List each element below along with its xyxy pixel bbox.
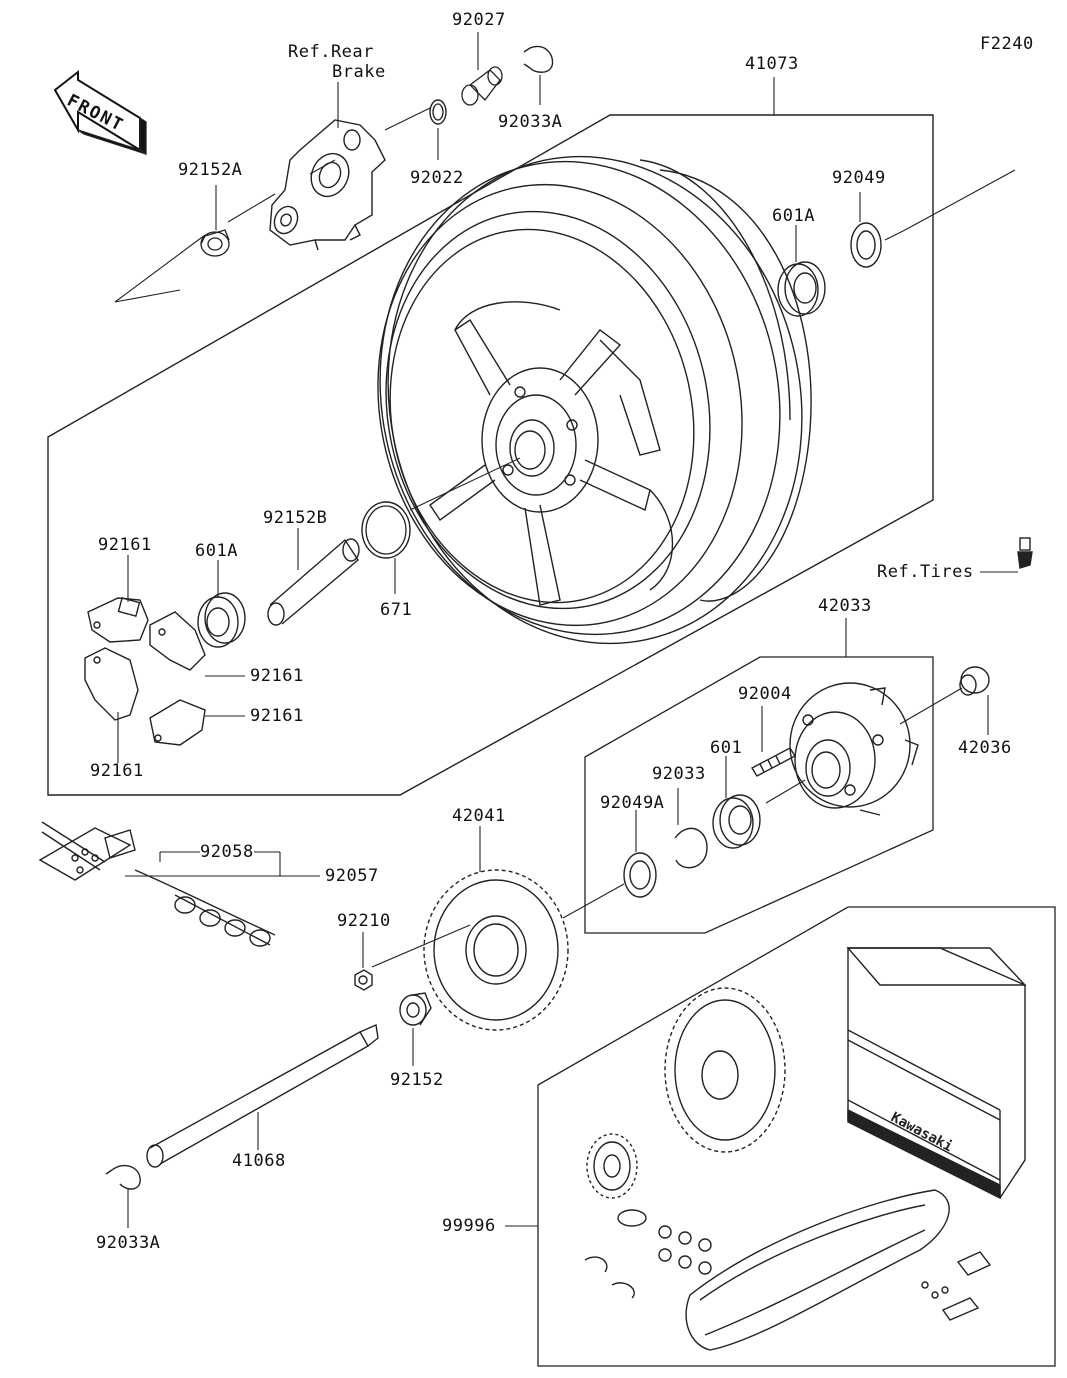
rear-sprocket-42041 [423,869,569,1031]
kit-small-parts [584,1209,992,1321]
damper-blocks [84,597,206,746]
part-label-92152: 92152 [390,1070,444,1090]
circlip-92033A-bottom [105,1164,141,1190]
part-label-92027: 92027 [452,10,506,30]
part-label-92049: 92049 [832,168,886,188]
collar-92027 [461,66,503,106]
chain-92057 [38,821,276,947]
wheel-group-outline [47,114,934,796]
part-label-601A-mid: 601A [195,541,238,561]
part-label-92161-a: 92161 [250,666,304,686]
stud-92004 [751,747,796,777]
caliper-bracket [269,119,386,251]
wheel-axis-line [409,457,521,511]
part-label-601: 601 [710,738,743,758]
part-label-92210: 92210 [337,911,391,931]
axle-centerline-upper [114,107,1016,303]
part-label-92152B: 92152B [263,508,328,528]
kit-front-sprocket [586,1133,638,1199]
ref-tires-label: Ref.Tires [877,562,974,582]
circlip-92033A-top [523,45,554,73]
collar-42036 [959,666,990,696]
part-label-92058: 92058 [200,842,254,862]
nut-axis-line [371,924,471,968]
front-arrow-icon: FRONT [53,69,147,156]
part-label-92152A: 92152A [178,160,243,180]
hub-axis-line-2 [765,779,806,804]
collar-92152 [399,992,432,1026]
washer-92022 [429,99,447,125]
axle-41068 [146,1023,379,1168]
collar-92152A [200,229,230,257]
sprocket-hub-42033 [789,682,919,816]
valve-stem-icon [1017,537,1033,569]
part-label-41073: 41073 [745,54,799,74]
part-label-92004: 92004 [738,684,792,704]
bearing-601A-top [777,261,826,317]
bearing-601 [712,794,761,849]
sprocket-axis-line [562,883,625,919]
part-label-92161-bottom: 92161 [90,761,144,781]
leader-lines [117,32,1018,1228]
o-ring-671 [361,501,411,559]
collar-92152B [267,538,360,626]
part-label-92033A-top: 92033A [498,112,563,132]
part-label-42036: 42036 [958,738,1012,758]
seal-92049 [850,222,882,268]
ref-rear-brake-line2: Brake [332,62,386,82]
chain-kit-box: Kawasaki [846,947,1027,1200]
seal-92049A [623,852,657,898]
part-label-99996: 99996 [442,1216,496,1236]
part-label-601A-top: 601A [772,206,815,226]
part-label-42041: 42041 [452,806,506,826]
nut-92210 [354,969,373,991]
part-label-41068: 41068 [232,1151,286,1171]
part-label-92161-top: 92161 [98,535,152,555]
kit-rear-sprocket [664,987,786,1153]
part-label-92022: 92022 [410,168,464,188]
part-label-42033: 42033 [818,596,872,616]
hub-group-outline [584,656,934,934]
part-label-92033: 92033 [652,764,706,784]
figure-code: F2240 [980,34,1034,54]
circlip-92033 [674,827,708,869]
part-label-92161-b: 92161 [250,706,304,726]
part-label-92057: 92057 [325,866,379,886]
hub-axis-line [899,687,963,725]
part-label-92049A: 92049A [600,793,665,813]
kit-chain [685,1189,950,1351]
kit-group-outline [537,906,1056,1367]
ref-rear-brake-line1: Ref.Rear [288,42,374,62]
bearing-601A-mid [197,592,246,648]
part-label-92033A-bottom: 92033A [96,1233,161,1253]
part-label-671: 671 [380,600,413,620]
rear-wheel [377,155,812,645]
